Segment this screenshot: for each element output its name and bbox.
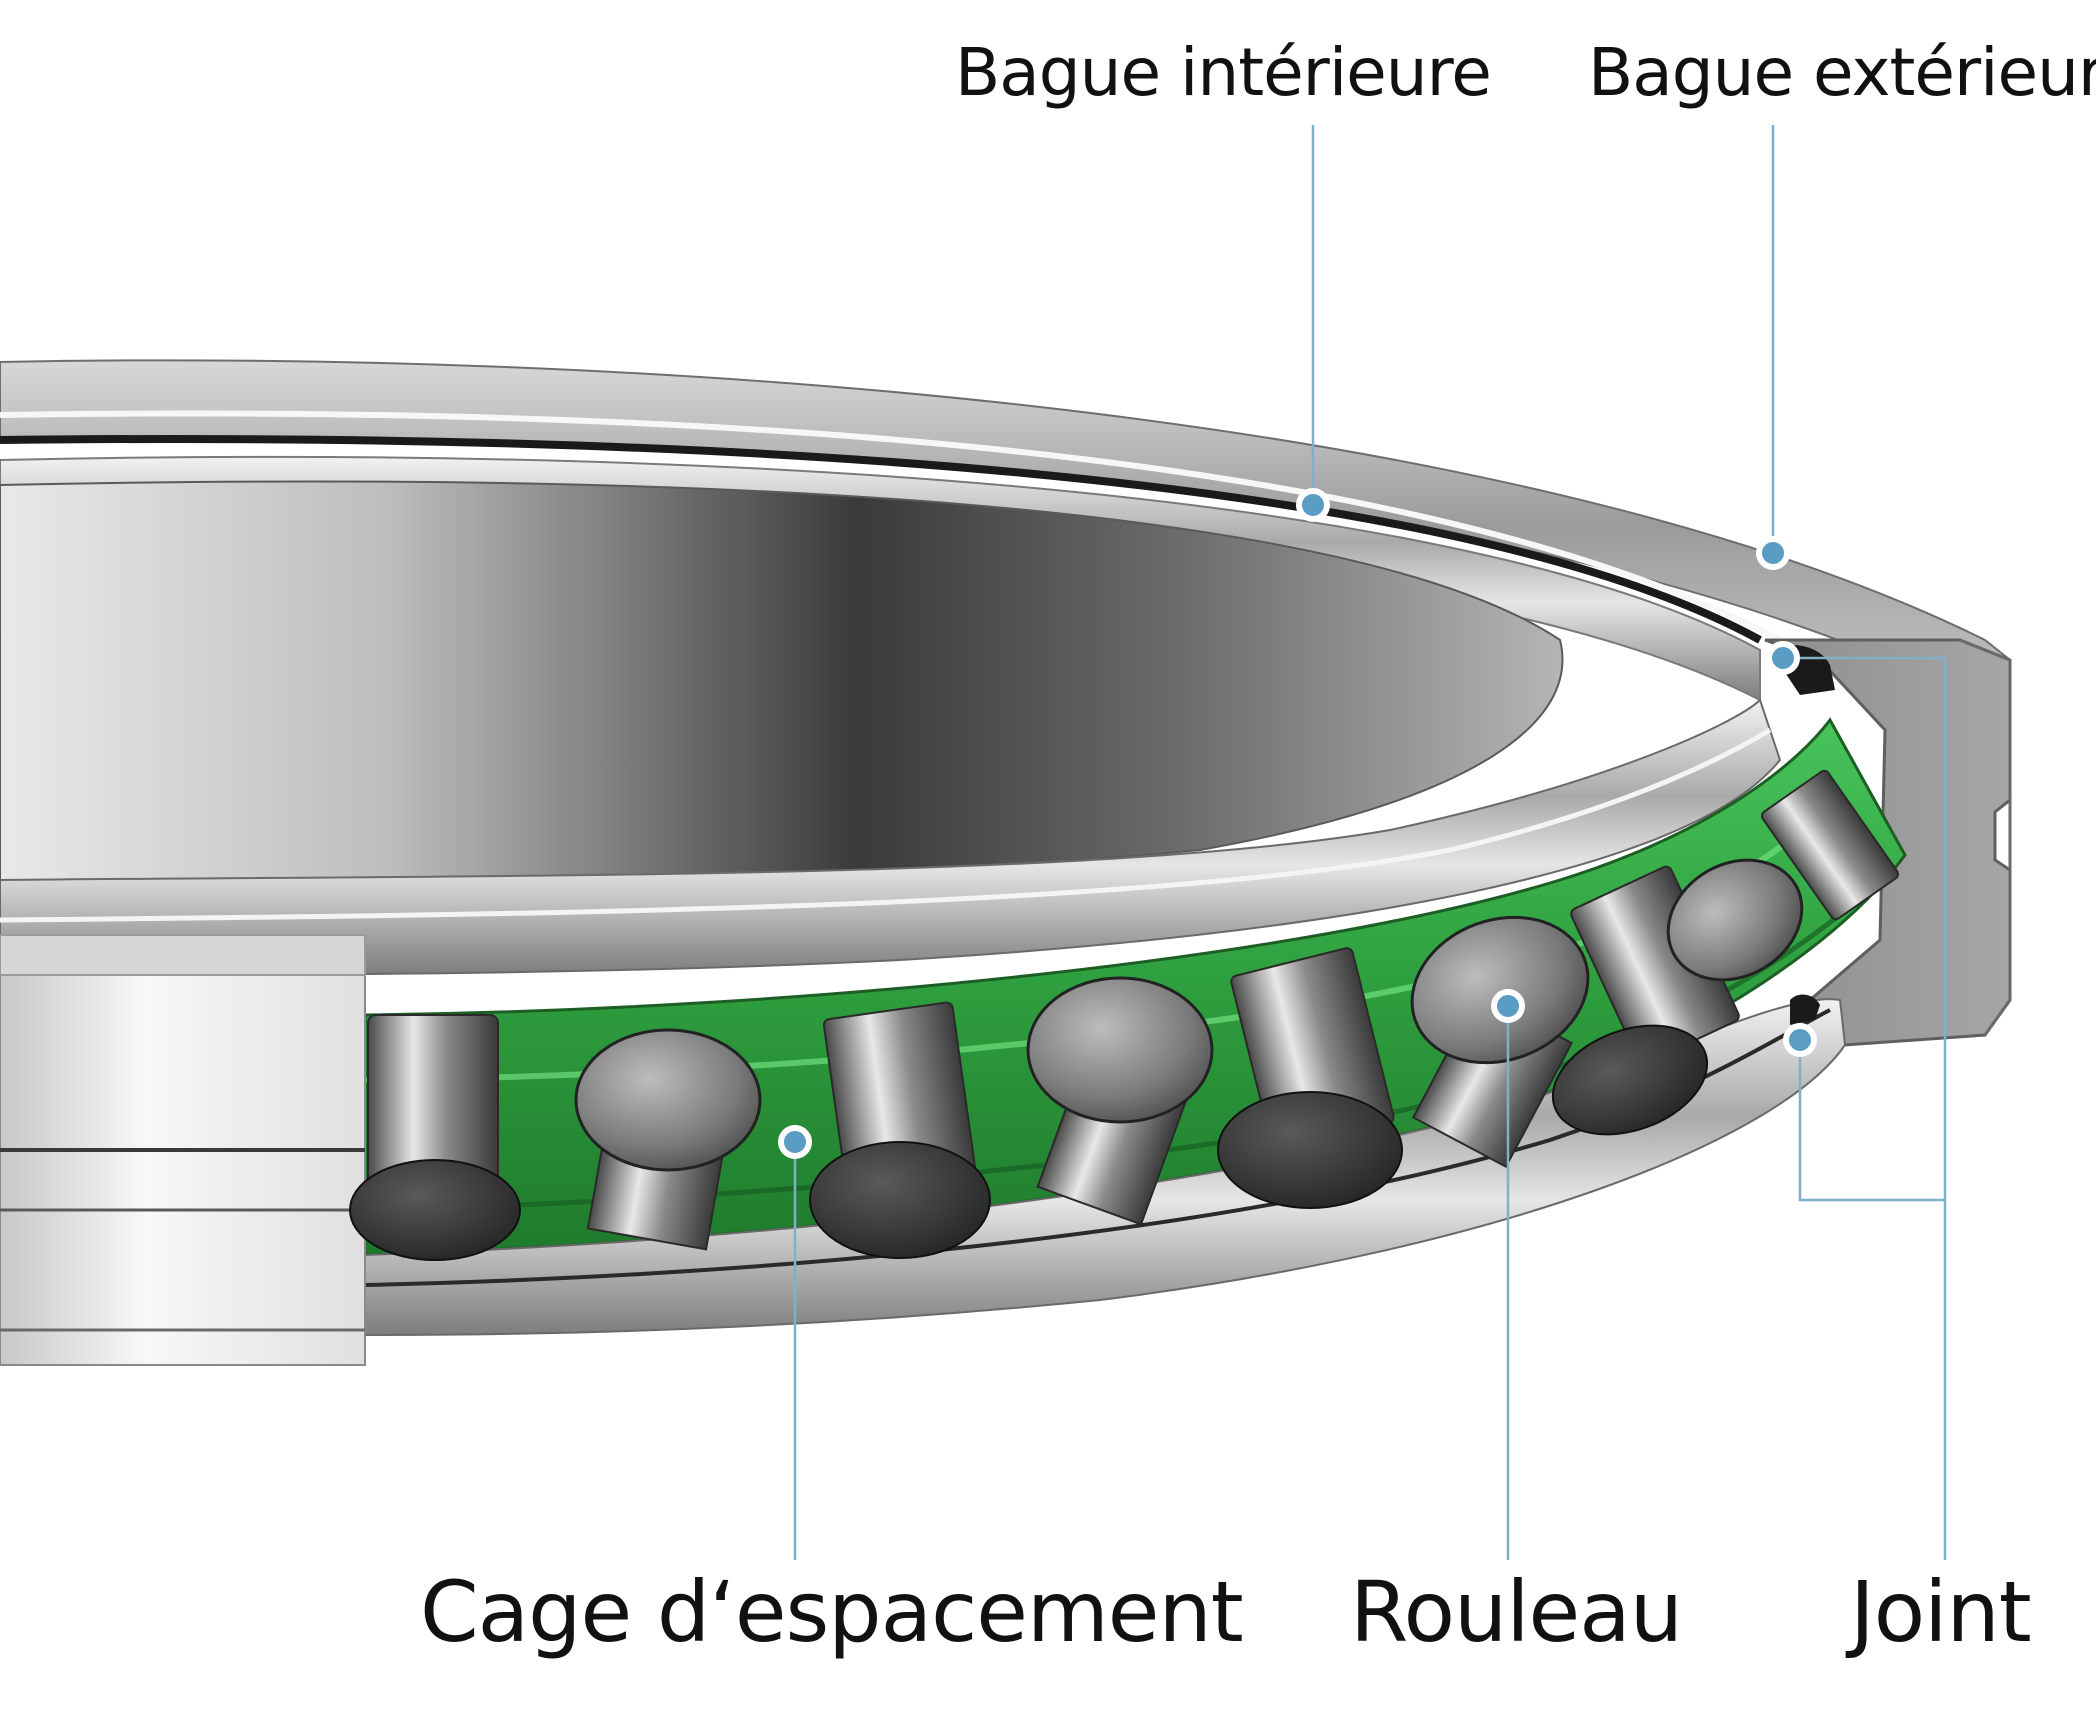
leader-lines — [793, 125, 1947, 1560]
leader-seal-bottom — [1798, 1040, 1947, 1560]
roller — [349, 1014, 521, 1261]
label-inner-ring: Bague intérieure — [955, 34, 1492, 111]
marker-seal-top — [1766, 641, 1800, 675]
label-seal: Joint — [1850, 1563, 2032, 1661]
label-roller: Rouleau — [1350, 1563, 1683, 1661]
left-section-block — [0, 934, 366, 1366]
markers — [778, 488, 1817, 1159]
roller — [1760, 769, 1900, 921]
roller — [809, 1001, 991, 1259]
label-outer-ring: Bague extérieur — [1588, 34, 2096, 111]
inner-ring — [0, 455, 1782, 976]
leader-seal-top — [1783, 656, 1947, 1200]
rollers — [349, 769, 1900, 1261]
marker-cage — [778, 1125, 812, 1159]
label-cage: Cage d‘espacement — [420, 1563, 1244, 1661]
marker-inner-ring — [1296, 488, 1330, 522]
roller — [1551, 865, 1740, 1136]
roller — [1666, 858, 1804, 982]
marker-outer-ring — [1756, 536, 1790, 570]
roller — [574, 1028, 762, 1251]
marker-seal-bottom — [1783, 1023, 1817, 1057]
marker-roller — [1491, 989, 1525, 1023]
roller — [1217, 947, 1403, 1209]
roller — [1026, 976, 1214, 1226]
roller — [1410, 915, 1590, 1169]
